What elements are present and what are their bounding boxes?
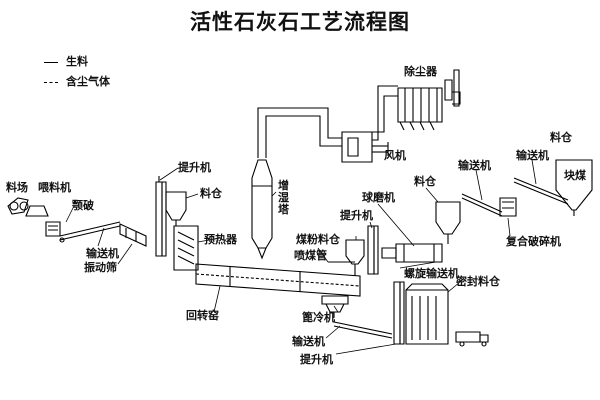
label-conveyor-3: 输送机	[292, 335, 325, 348]
preheater	[174, 226, 198, 270]
label-preheater: 预热器	[204, 233, 237, 246]
label-conveyor-2: 输送机	[516, 149, 549, 162]
label-lump-coal: 块煤	[564, 169, 586, 182]
diagram-title: 活性石灰石工艺流程图	[190, 9, 410, 34]
label-ball-mill: 球磨机	[362, 191, 395, 204]
rotary-kiln	[196, 264, 360, 296]
label-crusher: 颚破	[72, 199, 94, 212]
conveyor-lower	[334, 322, 392, 338]
label-compound-crusher: 复合破碎机	[506, 235, 561, 248]
label-material-bin-top: 料仓	[550, 131, 572, 144]
vibrating-screen	[120, 224, 146, 246]
bucket-elevator-3	[394, 282, 404, 344]
label-feeder: 喂料机	[38, 181, 71, 194]
conveyor-upper	[462, 194, 502, 216]
sealed-silo	[406, 284, 448, 344]
label-material-bin-1: 料仓	[200, 187, 222, 200]
fan	[342, 132, 388, 162]
label-dust-collector: 除尘器	[404, 65, 437, 78]
label-vibrating-screen: 振动筛	[84, 261, 117, 274]
compound-crusher	[500, 198, 516, 216]
coal-powder-bin	[328, 240, 364, 276]
truck	[456, 332, 488, 346]
lump-coal-bin	[556, 160, 592, 216]
legend-solid-line	[44, 62, 58, 63]
label-conveyor-1: 输送机	[458, 159, 491, 172]
conveyor-2	[514, 178, 568, 204]
label-bucket-elevator-2: 提升机	[340, 209, 373, 222]
dust-collector	[398, 80, 460, 130]
label-conveyor-4: 输送机	[86, 247, 119, 260]
leader-lines	[66, 160, 536, 354]
loader	[8, 198, 28, 214]
label-material-bin-2: 料仓	[414, 175, 436, 188]
label-bucket-elevator-3: 提升机	[300, 353, 333, 366]
legend-dusty-gas: 含尘气体	[66, 75, 110, 88]
label-coal-injector: 喷煤管	[294, 249, 327, 262]
label-rotary-kiln: 回转窑	[186, 309, 219, 322]
label-screw-conveyor: 螺旋输送机	[404, 267, 459, 280]
conveyor-4	[60, 222, 120, 242]
legend-dashed-line	[44, 82, 58, 83]
gas-duct	[258, 86, 398, 158]
label-humidifier-tower: 增湿塔	[278, 179, 289, 216]
dust-collector-chimney	[454, 70, 459, 106]
legend-raw-material: 生料	[66, 55, 88, 68]
label-loader: 料场	[6, 181, 28, 194]
material-bin-2	[436, 202, 460, 244]
bucket-elevator-2	[368, 226, 378, 274]
material-bin-1	[166, 192, 186, 226]
label-sealed-silo: 密封料仓	[456, 275, 500, 288]
label-bucket-elevator-1: 提升机	[178, 161, 211, 174]
feeder	[26, 206, 48, 216]
crusher	[46, 222, 60, 236]
ball-mill	[382, 244, 442, 262]
humidifier-tower	[252, 160, 272, 258]
label-cooler: 篦冷机	[302, 311, 335, 324]
cooler	[322, 296, 348, 318]
bucket-elevator-1	[156, 176, 166, 256]
label-fan: 风机	[384, 149, 406, 162]
label-coal-powder-bin: 煤粉料仓	[296, 233, 340, 246]
